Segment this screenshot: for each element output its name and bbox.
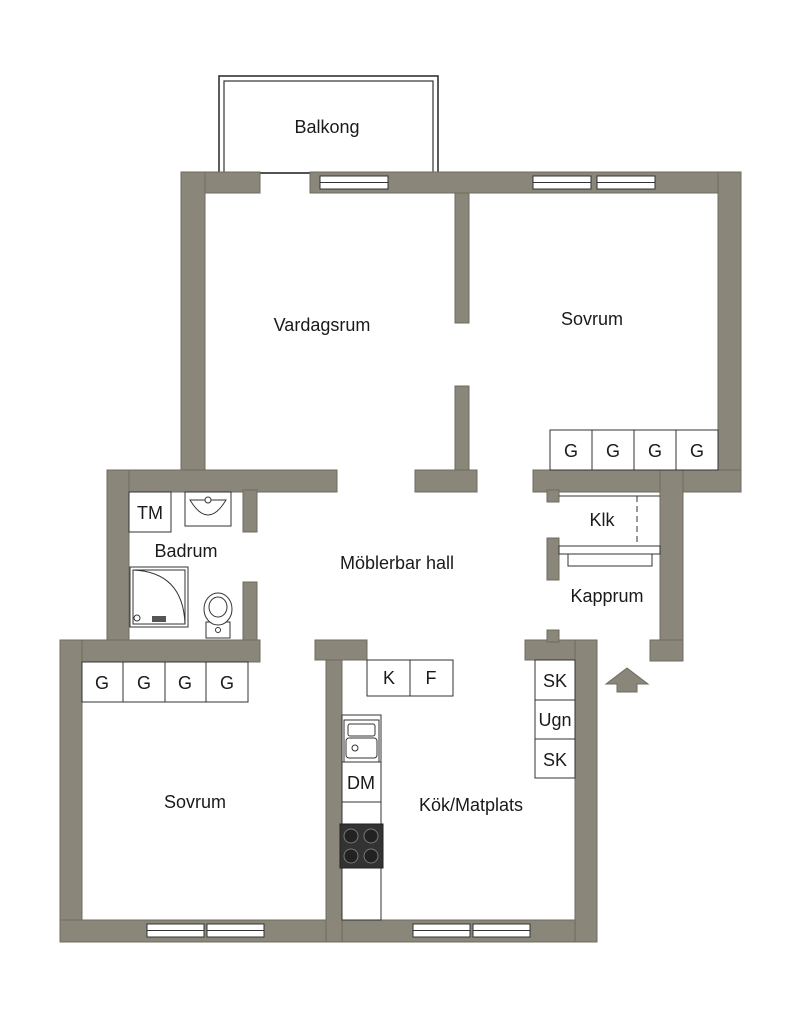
room-label-living-room: Vardagsrum: [274, 315, 371, 335]
room-labels: Balkong Vardagsrum Sovrum Badrum Möblerb…: [154, 117, 643, 815]
room-label-hall: Möblerbar hall: [340, 553, 454, 573]
wardrobe-label: G: [564, 441, 578, 461]
tall-cabinet-label: SK: [543, 671, 567, 691]
sink-icon: [184, 491, 232, 527]
wardrobe-label: G: [178, 673, 192, 693]
dishwasher-label: DM: [347, 773, 375, 793]
toilet-icon: [203, 592, 233, 639]
cooktop-icon: [339, 823, 384, 869]
kitchen-fixtures: K F DM SK Ugn SK: [339, 659, 576, 921]
washer-label: TM: [137, 503, 163, 523]
wardrobe-label: G: [606, 441, 620, 461]
wardrobe-label: G: [95, 673, 109, 693]
wardrobes-bottom-left: G G G G: [81, 661, 249, 703]
shower-icon: [129, 566, 189, 628]
wardrobe-label: G: [648, 441, 662, 461]
room-label-kitchen: Kök/Matplats: [419, 795, 523, 815]
room-label-bedroom-bottom: Sovrum: [164, 792, 226, 812]
wardrobe-label: G: [220, 673, 234, 693]
room-label-bedroom-top: Sovrum: [561, 309, 623, 329]
wardrobe-label: G: [690, 441, 704, 461]
entrance-arrow-icon: [604, 667, 650, 693]
wardrobe-label: G: [137, 673, 151, 693]
windows: [146, 175, 656, 938]
closet-fixtures: [558, 495, 661, 567]
wardrobes-top-right: G G G G: [549, 429, 719, 471]
room-label-bathroom: Badrum: [154, 541, 217, 561]
fridge-label: K: [383, 668, 395, 688]
oven-label: Ugn: [538, 710, 571, 730]
room-label-closet: Klk: [589, 510, 615, 530]
room-label-cloakroom: Kapprum: [570, 586, 643, 606]
freezer-label: F: [426, 668, 437, 688]
room-label-balcony: Balkong: [294, 117, 359, 137]
tall-cabinet-label: SK: [543, 750, 567, 770]
bathroom-fixtures: TM: [128, 491, 233, 639]
kitchen-sink-icon: [343, 719, 380, 763]
